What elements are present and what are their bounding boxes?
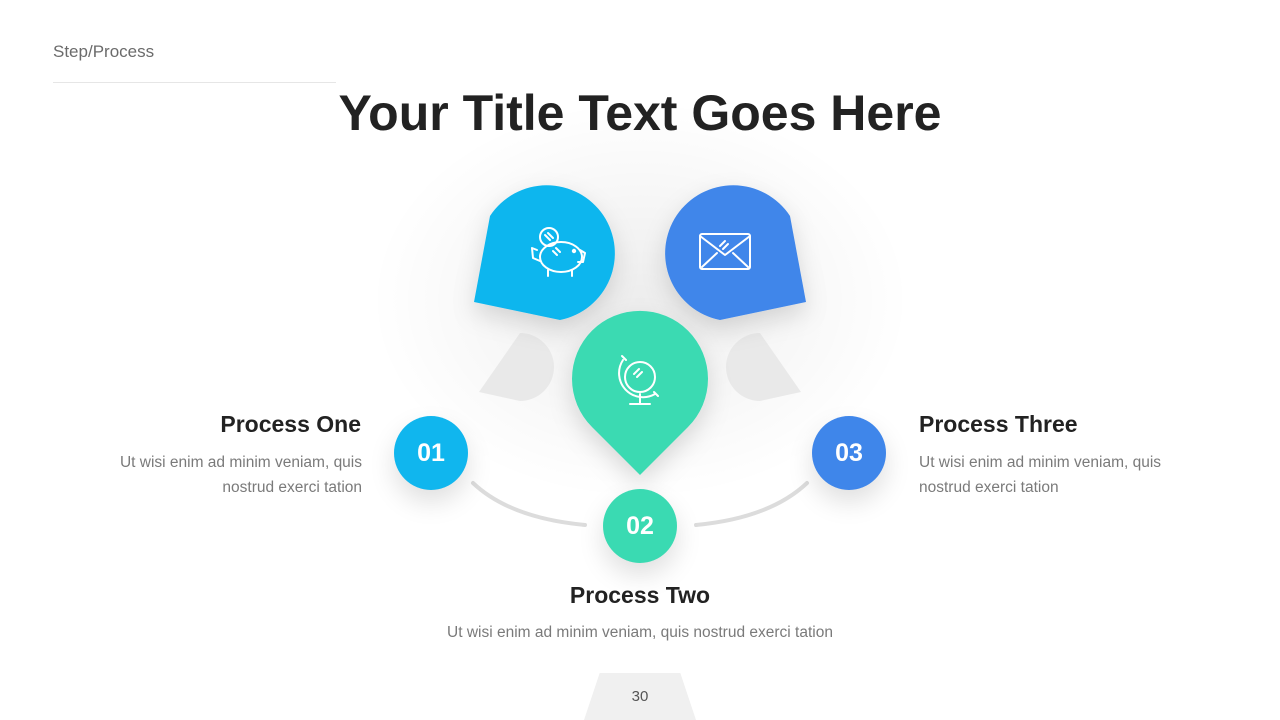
envelope-icon: [699, 233, 751, 270]
step-3-description-line-1: Ut wisi enim ad minim veniam, quis: [919, 454, 1162, 471]
connector-arc-right: [694, 481, 809, 527]
section-divider: [53, 82, 336, 83]
step-3-heading: Process Three: [919, 411, 1078, 437]
step-1-badge: 01: [394, 416, 468, 490]
globe-icon: [618, 355, 659, 405]
step-2-badge: 02: [603, 489, 677, 563]
step-3-badge: 03: [812, 416, 886, 490]
step-1-description-line-1: Ut wisi enim ad minim veniam, quis: [119, 454, 362, 471]
step-3-description: Ut wisi enim ad minim veniam, quis nostr…: [919, 450, 1239, 500]
page-number: 30: [584, 673, 696, 720]
piggy-bank-icon: [531, 227, 586, 277]
ghost-petal-left: [479, 333, 554, 401]
step-1-description-line-2: nostrud exerci tation: [222, 479, 362, 496]
petal-step-1: [474, 185, 615, 320]
ghost-petal-right: [726, 333, 801, 401]
connector-arc-left: [471, 481, 587, 527]
step-2-description-line-1: Ut wisi enim ad minim veniam, quis nostr…: [447, 624, 833, 641]
petal-step-3: [665, 185, 806, 320]
step-1-description: Ut wisi enim ad minim veniam, quis nostr…: [0, 450, 362, 500]
step-1-heading: Process One: [220, 411, 361, 437]
step-2-description: Ut wisi enim ad minim veniam, quis nostr…: [0, 620, 1280, 645]
section-label: Step/Process: [53, 42, 155, 61]
step-2-heading: Process Two: [569, 582, 711, 608]
step-3-description-line-2: nostrud exerci tation: [919, 479, 1059, 496]
